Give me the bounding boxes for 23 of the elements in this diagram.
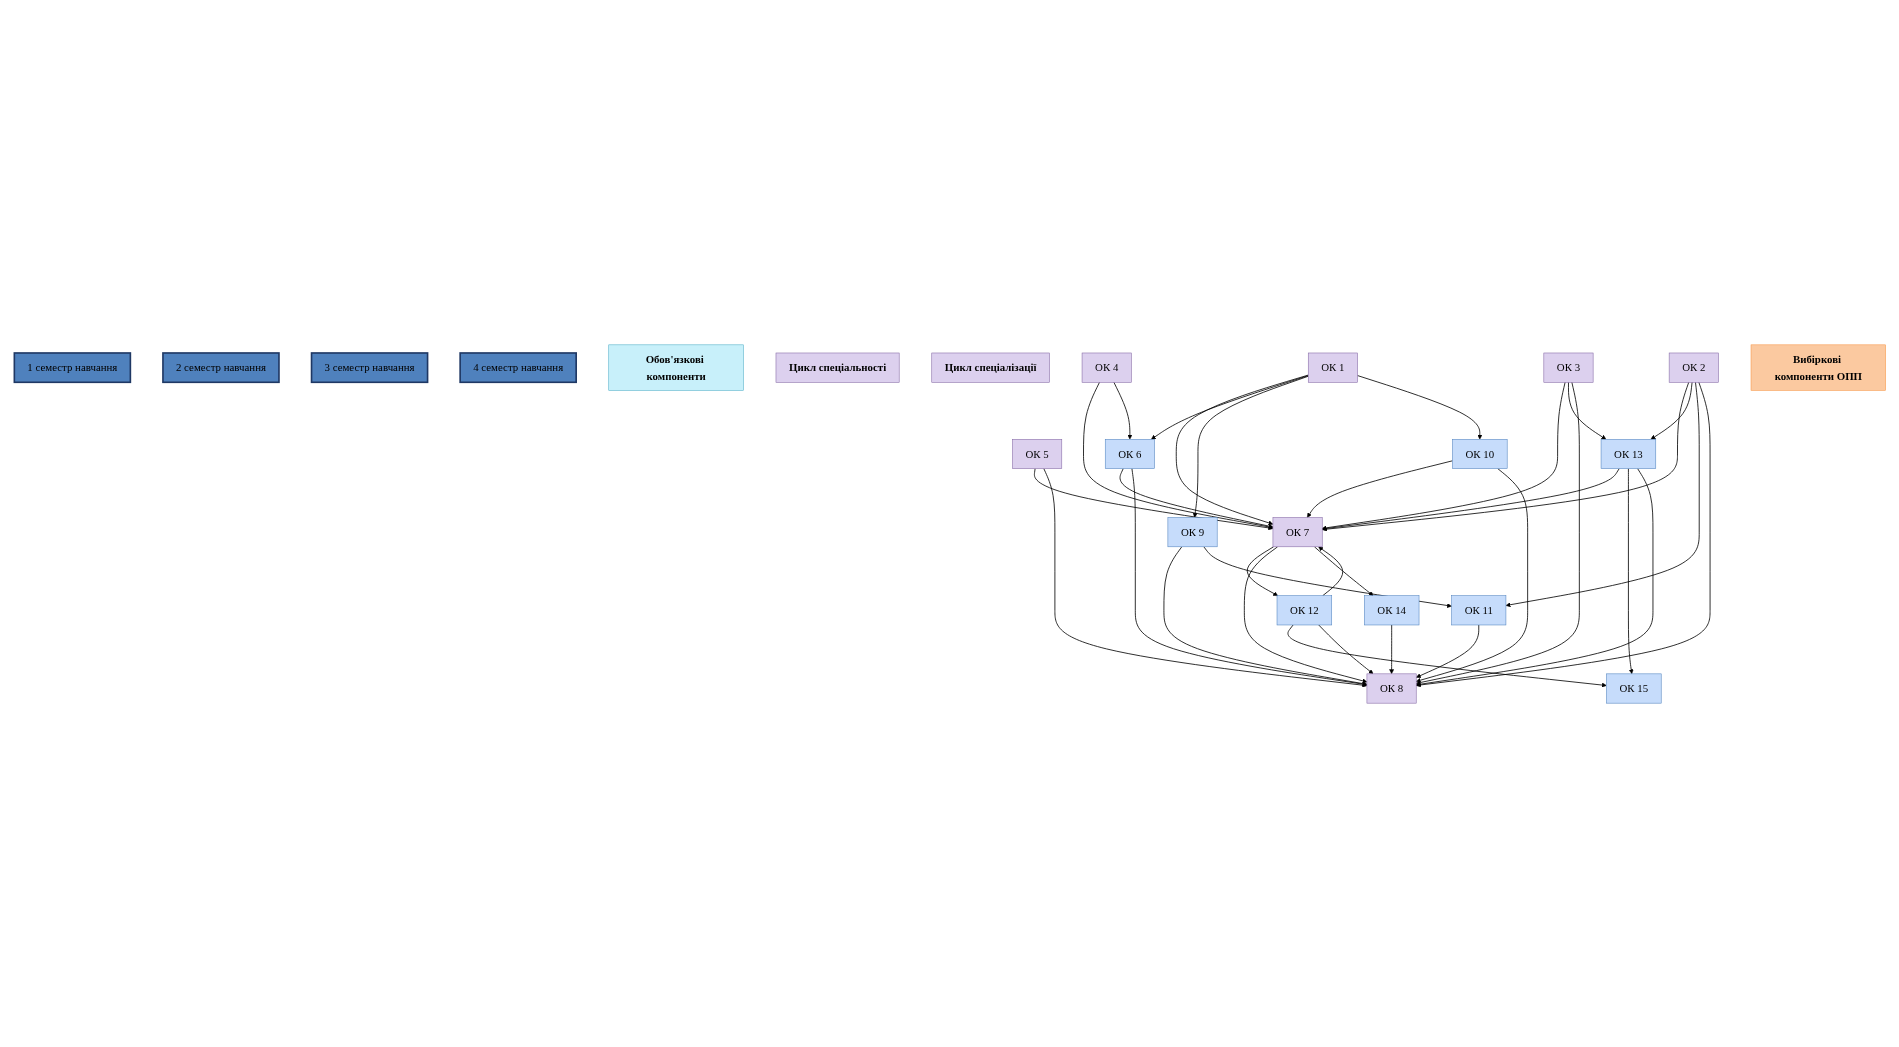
- node-box: ОК 15: [1605, 673, 1661, 703]
- node-box: 3 семестр навчання: [310, 351, 428, 383]
- node-box: 1 семестр навчання: [13, 351, 131, 383]
- node-box: ОК 7: [1272, 516, 1322, 547]
- node-box: ОК 6: [1104, 438, 1155, 469]
- node-box: ОК 9: [1167, 516, 1217, 547]
- node-box: Цикл спеціалізації: [931, 352, 1050, 383]
- node-box: ОК 12: [1276, 594, 1332, 625]
- node-box: ОК 3: [1543, 352, 1593, 383]
- node-box: ОК 5: [1011, 438, 1062, 469]
- node-box: Обов'язкові компоненти: [608, 344, 744, 391]
- node-box: 2 семестр навчання: [161, 351, 280, 383]
- node-box: ОК 14: [1363, 594, 1419, 625]
- node-box: ОК 11: [1450, 594, 1506, 625]
- node-box: Вибіркові компоненти ОПП: [1750, 344, 1886, 391]
- node-box: ОК 4: [1081, 352, 1132, 383]
- node-box: 4 семестр навчання: [458, 351, 577, 383]
- node-box: ОК 13: [1600, 438, 1656, 469]
- node-box: ОК 1: [1307, 352, 1358, 383]
- node-box: ОК 10: [1451, 438, 1507, 469]
- node-box: ОК 8: [1366, 673, 1416, 703]
- node-box: Цикл спеціальності: [775, 352, 899, 383]
- node-box: ОК 2: [1668, 352, 1719, 383]
